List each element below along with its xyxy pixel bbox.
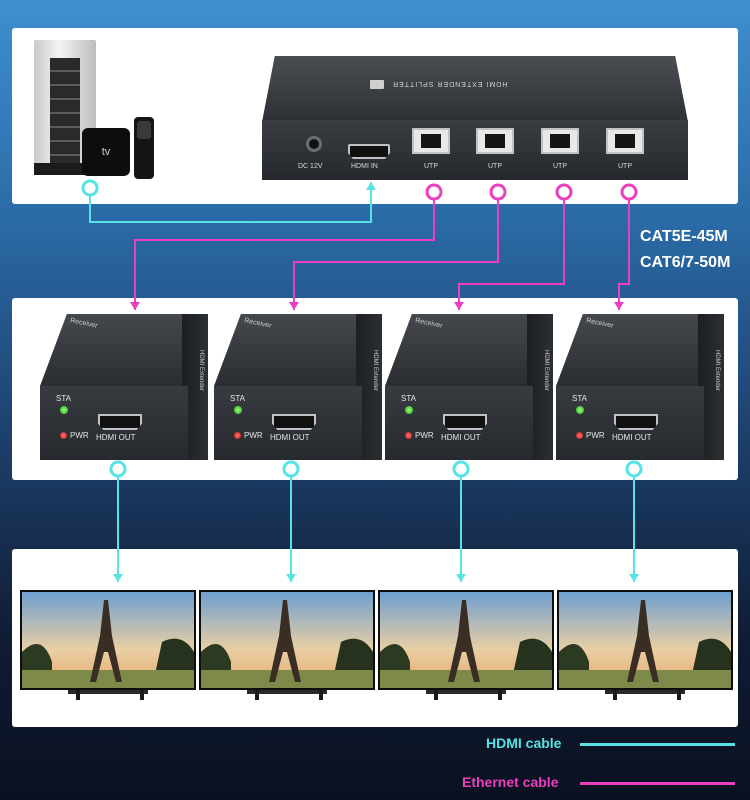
eiffel-tower-image: [22, 592, 194, 688]
sta-label: STA: [401, 394, 416, 403]
pwr-label: PWR: [415, 431, 434, 440]
hdmi-out-port: [272, 414, 316, 430]
hdmi-out-port: [98, 414, 142, 430]
tv-display-1: [20, 590, 196, 700]
receiver-side-text: HDMI Extender: [372, 350, 378, 392]
hdmi-wire-tv-3-start-dot: [452, 460, 470, 478]
hdmi-wire-tv-4-start-dot: [625, 460, 643, 478]
pwr-led: [576, 432, 583, 439]
ethernet-wire-3-start-dot: [555, 183, 573, 201]
sta-label: STA: [56, 394, 71, 403]
hdmi-wire-source-start-dot: [81, 179, 99, 197]
pwr-led: [234, 432, 241, 439]
legend-hdmi-label: HDMI cable: [486, 735, 562, 751]
ethernet-cable-paths: [130, 183, 638, 310]
ethernet-wire-2-start-dot: [489, 183, 507, 201]
receiver-unit-3: Receiver HDMI Extender STA PWR HDMI OUT: [385, 314, 553, 460]
pwr-led: [60, 432, 67, 439]
hdmi-wire-tv-2-arrow: [286, 574, 296, 582]
utp-port-4: [606, 128, 644, 154]
ethernet-wire-4: [618, 192, 630, 310]
hdmi-wire-tv-1-arrow: [113, 574, 123, 582]
utp-label-1: UTP: [424, 163, 438, 170]
tv-display-3: [378, 590, 554, 700]
hdmi-wire-tv-3-arrow: [456, 574, 466, 582]
utp-port-2: [476, 128, 514, 154]
receiver-side-text: HDMI Extender: [543, 350, 549, 392]
hdmi-out-label: HDMI OUT: [612, 433, 652, 442]
hdmi-cable-paths: [81, 179, 643, 582]
ethernet-wire-1-arrow: [130, 302, 140, 310]
eiffel-tower-image: [559, 592, 731, 688]
hdmi-wire-tv-2-start-dot: [282, 460, 300, 478]
dc-label: DC 12V: [298, 163, 323, 170]
ethernet-wire-4-arrow: [614, 302, 624, 310]
splitter-top-surface: [262, 56, 688, 122]
hdmi-out-label: HDMI OUT: [270, 433, 310, 442]
pwr-led: [405, 432, 412, 439]
sta-label: STA: [572, 394, 587, 403]
cable-spec-cat6: CAT6/7-50M: [640, 254, 731, 271]
legend-hdmi-line: [580, 743, 735, 746]
ethernet-wire-3-arrow: [454, 302, 464, 310]
legend-ethernet-line: [580, 782, 735, 785]
hdmi-out-port: [443, 414, 487, 430]
pwr-label: PWR: [586, 431, 605, 440]
receiver-unit-4: Receiver HDMI Extender STA PWR HDMI OUT: [556, 314, 724, 460]
hdmi-wire-tv-4-arrow: [629, 574, 639, 582]
splitter-tx-tag: [370, 80, 384, 89]
dc-power-port: [306, 136, 322, 152]
hdmi-wire-tv-1-start-dot: [109, 460, 127, 478]
eiffel-tower-image: [201, 592, 373, 688]
legend-ethernet-label: Ethernet cable: [462, 774, 559, 790]
utp-label-4: UTP: [618, 163, 632, 170]
hdmi-in-port: [348, 144, 390, 159]
hdmi-out-label: HDMI OUT: [96, 433, 136, 442]
cable-spec-cat5e: CAT5E-45M: [640, 228, 728, 245]
utp-label-3: UTP: [553, 163, 567, 170]
apple-tv-box: tv: [82, 128, 130, 176]
tv-display-4: [557, 590, 733, 700]
ethernet-wire-2-arrow: [289, 302, 299, 310]
utp-port-1: [412, 128, 450, 154]
ethernet-wire-1-start-dot: [425, 183, 443, 201]
utp-label-2: UTP: [488, 163, 502, 170]
hdmi-wire-source: [89, 182, 372, 223]
hdmi-out-label: HDMI OUT: [441, 433, 481, 442]
ethernet-wire-1: [134, 192, 435, 310]
apple-tv-label: tv: [101, 146, 111, 158]
utp-port-3: [541, 128, 579, 154]
ethernet-wire-4-start-dot: [620, 183, 638, 201]
pwr-label: PWR: [244, 431, 263, 440]
receiver-unit-1: Receiver HDMI Extender STA PWR HDMI OUT: [40, 314, 208, 460]
ethernet-wire-3: [458, 192, 565, 310]
hdmi-wire-source-arrow: [366, 182, 376, 190]
hdmi-in-label: HDMI IN: [351, 163, 378, 170]
pwr-label: PWR: [70, 431, 89, 440]
sta-led: [234, 406, 242, 414]
eiffel-tower-image: [380, 592, 552, 688]
sta-label: STA: [230, 394, 245, 403]
sta-led: [576, 406, 584, 414]
sta-led: [405, 406, 413, 414]
receiver-side-text: HDMI Extender: [714, 350, 720, 392]
remote-control-image: [134, 117, 154, 179]
ethernet-wire-2: [293, 192, 499, 310]
hdmi-out-port: [614, 414, 658, 430]
sta-led: [60, 406, 68, 414]
tv-display-2: [199, 590, 375, 700]
receiver-side-text: HDMI Extender: [198, 350, 204, 392]
receiver-unit-2: Receiver HDMI Extender STA PWR HDMI OUT: [214, 314, 382, 460]
